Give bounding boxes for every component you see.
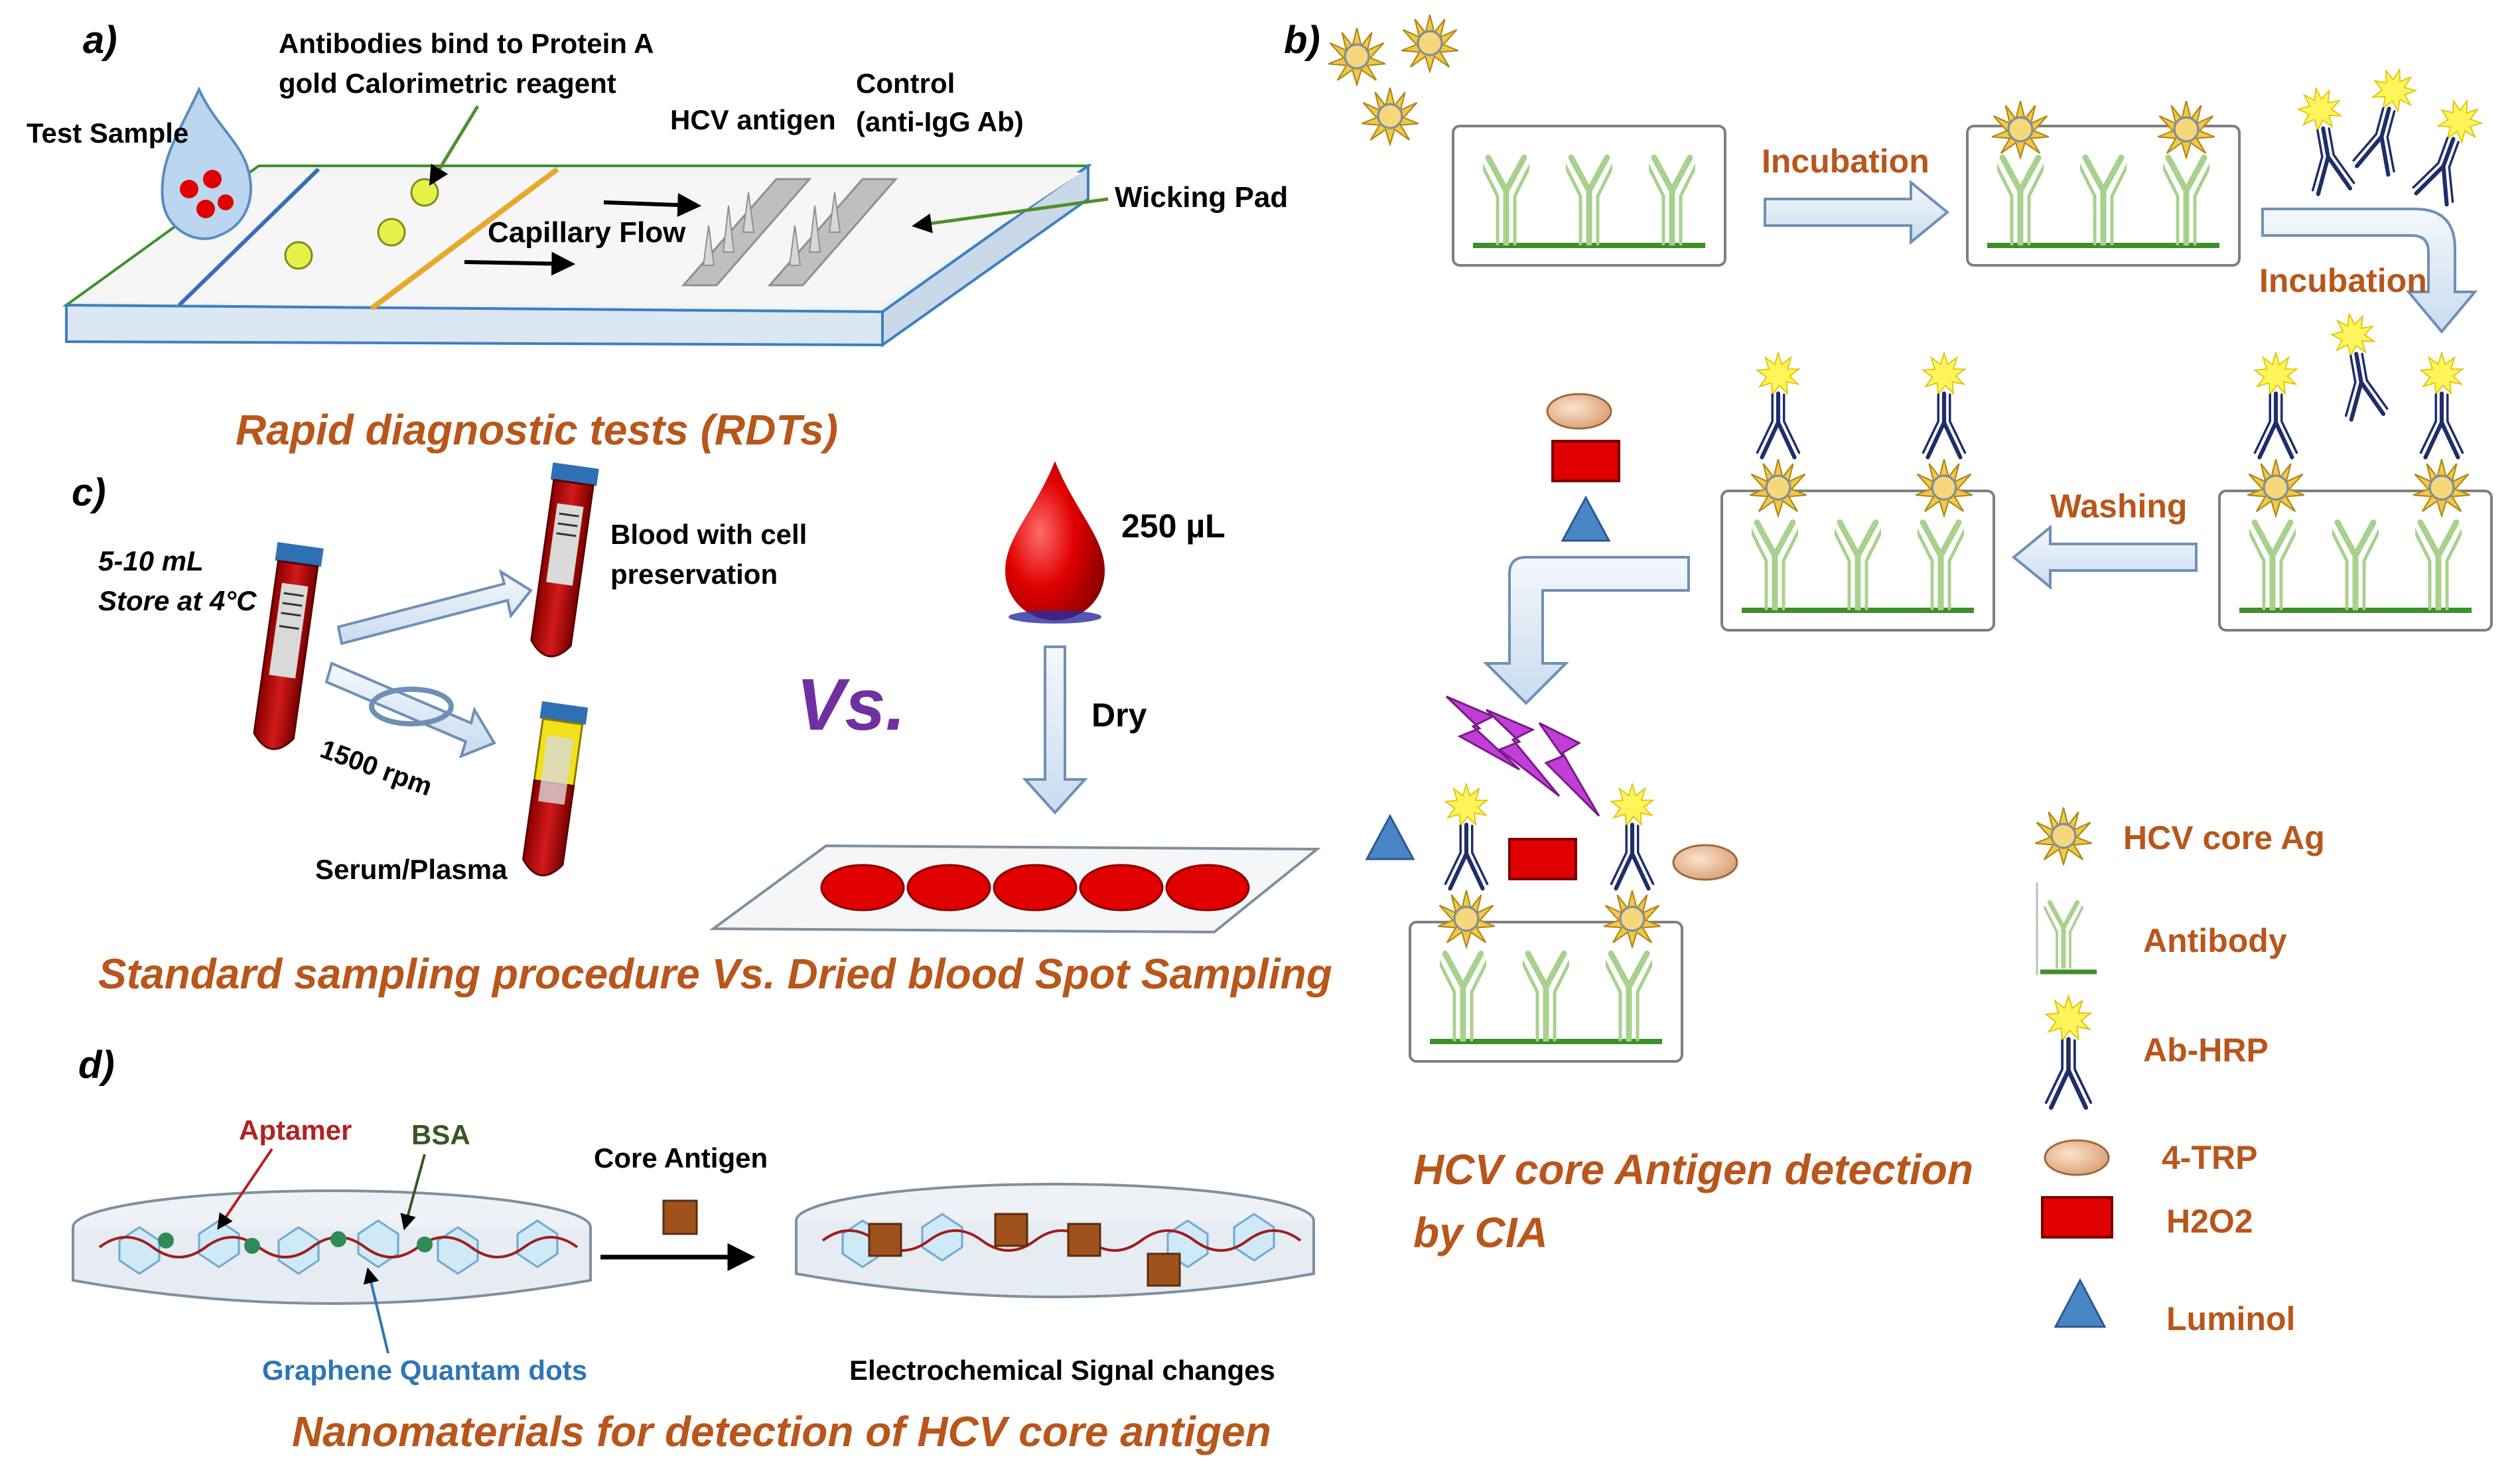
- drop-volume-label: 250 µL: [1121, 507, 1225, 545]
- washing-label: Washing: [2050, 488, 2187, 525]
- legend-label-5: Luminol: [2166, 1300, 2295, 1337]
- blood-cell-label-1: Blood with cell: [610, 519, 807, 550]
- ellipse-icon: [2044, 1139, 2110, 1176]
- capillary-flow-label: Capillary Flow: [488, 216, 686, 249]
- washing-arrow: [2011, 524, 2198, 590]
- hcv-antigen-free-2: [1400, 13, 1460, 73]
- bsa-pointer: [400, 1154, 426, 1231]
- flow-arrow-1: [603, 192, 702, 217]
- antibody-icon: [2036, 882, 2097, 975]
- centrifuge-icon: [369, 687, 454, 726]
- volume-label-2: Store at 4°C: [98, 585, 257, 616]
- ab-hrp-icon: [2046, 996, 2091, 1108]
- panel-a: a): [27, 19, 1288, 454]
- blood-tube-preserved: [530, 462, 599, 657]
- star-antigen-icon: [2034, 806, 2093, 866]
- panel-b-label: b): [1284, 19, 1320, 62]
- core-antigen-cube: [662, 1199, 698, 1235]
- arrow-to-cell-preservation: [336, 569, 533, 645]
- panel-b-title-1: HCV core Antigen detection: [1413, 1146, 1973, 1193]
- dish-right: [795, 1183, 1315, 1298]
- rpm-label: 1500 rpm: [316, 734, 436, 801]
- antibodies-label-1: Antibodies bind to Protein A: [279, 28, 654, 59]
- control-label-2: (anti-IgG Ab): [856, 106, 1024, 137]
- incubation-arrow-1: [1764, 179, 1950, 245]
- h2o2-reagent-top: [1551, 440, 1620, 482]
- aptamer-pointer: [217, 1148, 273, 1230]
- serum-tube: [522, 701, 589, 876]
- trp-in-well: [1672, 844, 1738, 881]
- panel-b-title-2: by CIA: [1413, 1209, 1548, 1256]
- well-3: [2218, 310, 2493, 632]
- return-arrow: [1483, 556, 1690, 705]
- flow-arrow-2: [464, 251, 576, 276]
- panel-c: c) 5-10 mL Store at 4°C 1500 rpm Blood w…: [72, 461, 1332, 998]
- antibodies-label-2: gold Calorimetric reagent: [279, 68, 616, 99]
- volume-label-1: 5-10 mL: [98, 545, 204, 576]
- panel-c-title: Standard sampling procedure Vs. Dried bl…: [98, 950, 1332, 998]
- signal-label: Electrochemical Signal changes: [849, 1355, 1275, 1386]
- blood-tube-main: [253, 542, 324, 750]
- wicking-pad-label: Wicking Pad: [1115, 181, 1288, 214]
- ab-hrp-free: [2296, 64, 2487, 206]
- legend-label-0: HCV core Ag: [2123, 819, 2325, 856]
- gqd-pointer: [363, 1267, 389, 1354]
- blood-cell-label-2: preservation: [610, 559, 778, 590]
- test-sample-label: Test Sample: [27, 117, 188, 149]
- panel-a-label: a): [83, 19, 117, 62]
- hcv-antigen-free-1: [1327, 27, 1387, 86]
- hcv-antigen-label: HCV antigen: [670, 104, 836, 135]
- triangle-icon: [2054, 1278, 2107, 1328]
- bsa-label: BSA: [411, 1119, 470, 1150]
- well-5-detection: [1365, 695, 1738, 1063]
- incubation-label-2: Incubation: [2259, 262, 2427, 299]
- dry-arrow: [1022, 645, 1088, 815]
- panel-d-label: d): [78, 1043, 115, 1087]
- legend: HCV core Ag Antibody Ab-HRP 4-TRP H2O2 L…: [2034, 806, 2325, 1337]
- hcv-antigen-free-3: [1360, 86, 1420, 146]
- panel-b: b) Incubation: [1284, 13, 2493, 1337]
- antibodies-pointer: [429, 105, 480, 186]
- trp-reagent-top: [1546, 393, 1612, 430]
- control-label-1: Control: [856, 68, 955, 99]
- chemiluminescence-bolts: [1445, 695, 1600, 817]
- luminol-reagent-top: [1561, 495, 1611, 542]
- lateral-flow-strip: [62, 163, 1093, 348]
- wicking-pointer: [912, 197, 1109, 234]
- rectangle-icon: [2041, 1196, 2113, 1239]
- arrow-to-serum: [324, 661, 496, 759]
- core-antigen-label: Core Antigen: [594, 1142, 768, 1174]
- panel-d: d) Aptamer BSA Graphene Quantam dots Cor…: [72, 1043, 1315, 1455]
- legend-label-4: H2O2: [2166, 1203, 2253, 1240]
- gqd-label: Graphene Quantam dots: [262, 1355, 587, 1386]
- legend-label-2: Ab-HRP: [2143, 1032, 2269, 1069]
- incubation-arrow-2: [2261, 208, 2478, 334]
- incubation-label-1: Incubation: [1762, 143, 1929, 180]
- blood-drop: [1005, 461, 1105, 624]
- well-1: [1452, 125, 1726, 267]
- legend-label-1: Antibody: [2143, 922, 2287, 959]
- h2o2-in-well: [1508, 838, 1577, 880]
- panel-c-label: c): [72, 471, 106, 514]
- legend-label-3: 4-TRP: [2162, 1139, 2257, 1176]
- serum-label: Serum/Plasma: [315, 854, 508, 885]
- gold-particles: [284, 178, 439, 270]
- dish-left: [72, 1189, 592, 1305]
- well-2: [1966, 100, 2241, 267]
- panel-d-title: Nanomaterials for detection of HCV core …: [292, 1408, 1271, 1455]
- aptamer-label: Aptamer: [239, 1114, 352, 1146]
- well-4: [1720, 353, 1995, 632]
- vs-label: Vs.: [796, 664, 906, 746]
- dry-label: Dry: [1091, 697, 1147, 734]
- panel-a-title: Rapid diagnostic tests (RDTs): [236, 406, 838, 454]
- luminol-in-well: [1365, 813, 1415, 860]
- dried-blood-spot-card: [709, 844, 1321, 934]
- test-sample-drop: [161, 86, 252, 240]
